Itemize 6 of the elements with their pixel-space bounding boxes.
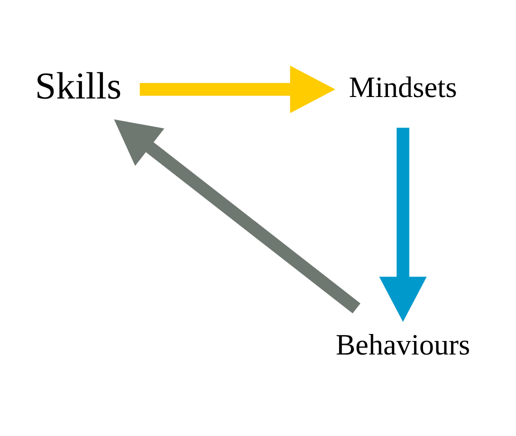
arrow [379, 128, 427, 322]
arrow [114, 119, 360, 314]
node-text: Mindsets [348, 72, 458, 104]
node-text: Skills [35, 66, 122, 108]
node-text: Behaviours [336, 329, 470, 362]
arrow [140, 66, 336, 114]
